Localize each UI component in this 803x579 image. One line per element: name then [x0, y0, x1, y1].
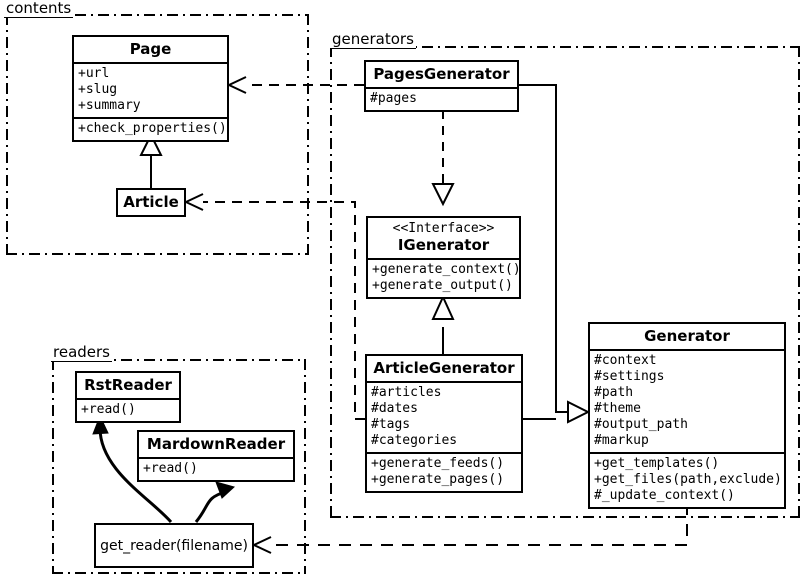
class-mardown-reader-operations: +read(): [139, 457, 293, 480]
operation: +get_templates(): [594, 456, 720, 471]
operation: #_update_context(): [594, 488, 735, 503]
class-mardown-reader[interactable]: MardownReader +read(): [137, 430, 295, 482]
class-igenerator-stereotype: <<Interface>>: [392, 221, 495, 236]
package-generators-right-edge: [798, 46, 800, 518]
class-generator-operations: +get_templates() +get_files(path,exclude…: [590, 452, 784, 507]
operation: +generate_pages(): [371, 472, 505, 487]
operation: +generate_context(): [372, 262, 521, 277]
package-contents-label: contents: [4, 0, 74, 18]
package-generators-left-edge: [330, 46, 332, 518]
attribute: +summary: [78, 98, 141, 113]
class-mardown-reader-title: MardownReader: [146, 435, 286, 453]
connector-pagesgenerator-realizes-igenerator: [431, 110, 455, 207]
package-readers-label: readers: [51, 343, 112, 362]
operation: +generate_feeds(): [371, 456, 505, 471]
class-rst-reader[interactable]: RstReader +read(): [75, 371, 181, 423]
package-contents-right-edge: [307, 14, 309, 255]
class-article-title: Article: [123, 193, 179, 211]
operation: +get_files(path,exclude): [594, 472, 782, 487]
class-page-title: Page: [129, 40, 172, 58]
attribute: #dates: [371, 401, 418, 416]
class-pages-generator[interactable]: PagesGenerator #pages: [364, 60, 519, 112]
class-article-generator[interactable]: ArticleGenerator #articles #dates #tags …: [365, 354, 523, 493]
class-article[interactable]: Article: [116, 188, 186, 217]
connector-article-inherits-page: [139, 132, 163, 188]
package-generators-label: generators: [330, 30, 416, 49]
class-rst-reader-operations: +read(): [77, 398, 179, 421]
attribute: #settings: [594, 369, 665, 384]
package-readers-left-edge: [52, 359, 54, 574]
operation: +generate_output(): [372, 278, 513, 293]
class-page-attributes: +url +slug +summary: [74, 62, 227, 117]
operation: +read(): [81, 402, 136, 417]
class-generator[interactable]: Generator #context #settings #path #them…: [588, 322, 786, 509]
class-igenerator[interactable]: <<Interface>> IGenerator +generate_conte…: [366, 216, 521, 299]
package-contents-bottom-edge: [6, 253, 309, 255]
class-igenerator-title: <<Interface>> IGenerator: [368, 218, 519, 258]
class-article-generator-attributes: #articles #dates #tags #categories: [367, 381, 521, 452]
attribute: #tags: [371, 417, 411, 432]
connector-articlegenerator-depends-article: [183, 193, 365, 420]
attribute: #pages: [370, 91, 417, 106]
function-get-reader[interactable]: get_reader(filename): [94, 523, 254, 568]
class-article-generator-title: ArticleGenerator: [373, 359, 515, 377]
connector-generators-inherit-generator: [519, 84, 591, 424]
attribute: +url: [78, 66, 110, 81]
operation: +read(): [143, 461, 198, 476]
operation: +check_properties(): [78, 121, 227, 136]
class-rst-reader-title: RstReader: [84, 376, 172, 394]
package-contents-left-edge: [6, 14, 8, 255]
class-article-generator-operations: +generate_feeds() +generate_pages(): [367, 452, 521, 491]
attribute: #context: [594, 353, 657, 368]
attribute: #theme: [594, 401, 641, 416]
connector-generator-depends-get-reader: [251, 503, 688, 554]
function-get-reader-label: get_reader(filename): [100, 537, 248, 554]
class-page-operations: +check_properties(): [74, 117, 227, 140]
attribute: #categories: [371, 433, 458, 448]
class-igenerator-name: IGenerator: [397, 236, 490, 254]
attribute: +slug: [78, 82, 118, 97]
class-igenerator-operations: +generate_context() +generate_output(): [368, 258, 521, 297]
package-readers-bottom-edge: [52, 572, 306, 574]
attribute: #output_path: [594, 417, 688, 432]
class-generator-attributes: #context #settings #path #theme #output_…: [590, 349, 784, 452]
attribute: #path: [594, 385, 634, 400]
class-page[interactable]: Page +url +slug +summary +check_properti…: [72, 35, 229, 142]
connector-pagesgenerator-depends-page: [226, 76, 364, 94]
connector-get-reader-creates-mardownreader: [194, 481, 236, 523]
connector-articlegenerator-inherits-igenerator: [431, 294, 455, 354]
attribute: #markup: [594, 433, 649, 448]
package-generators-bottom-edge: [330, 516, 800, 518]
package-readers-right-edge: [304, 359, 306, 574]
attribute: #articles: [371, 385, 442, 400]
class-pages-generator-attributes: #pages: [366, 87, 517, 110]
class-pages-generator-title: PagesGenerator: [373, 65, 510, 83]
class-generator-title: Generator: [644, 327, 730, 345]
